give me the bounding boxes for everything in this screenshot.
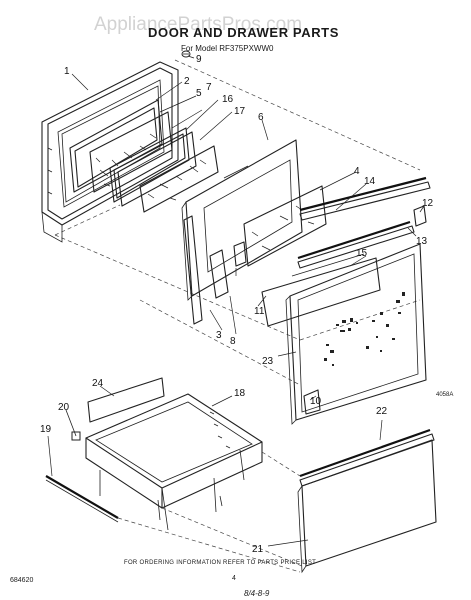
drawer-glide-part-20 xyxy=(65,409,81,441)
callout-1: 1 xyxy=(64,66,70,77)
ordering-note: FOR ORDERING INFORMATION REFER TO PARTS … xyxy=(124,560,316,566)
model-line: For Model RF375PXWW0 xyxy=(181,44,274,53)
drawer-body-part-18 xyxy=(85,393,263,531)
callout-6: 6 xyxy=(258,112,264,123)
callout-9: 9 xyxy=(196,54,202,65)
callout-19: 19 xyxy=(40,424,52,435)
callout-numbers: 1 2 3 4 5 6 7 8 9 10 11 12 13 14 15 16 1… xyxy=(40,54,434,555)
handwritten-note: 8/4-8-9 xyxy=(244,589,270,598)
door-spacer-part-15 xyxy=(291,253,365,277)
end-cap-part-12 xyxy=(413,205,427,227)
door-liner-part-6 xyxy=(181,139,303,301)
page-number: 4 xyxy=(232,575,236,582)
callout-10: 10 xyxy=(310,396,322,407)
callout-22: 22 xyxy=(376,406,388,417)
door-hinge-part-8 xyxy=(209,249,229,299)
inner-glass-part-5 xyxy=(89,111,173,193)
drawer-fastener xyxy=(157,477,223,521)
callout-4: 4 xyxy=(354,166,360,177)
callout-2: 2 xyxy=(184,76,190,87)
callout-14: 14 xyxy=(364,176,376,187)
drawer-trim-part-22 xyxy=(299,428,435,487)
side-trim-part-3 xyxy=(183,215,203,325)
callout-18: 18 xyxy=(234,388,246,399)
drawer-back-part-24 xyxy=(87,377,165,423)
insulation-part-11 xyxy=(261,257,381,327)
callout-15: 15 xyxy=(356,248,368,259)
hinge-bracket xyxy=(233,241,247,267)
outer-glass-part-4 xyxy=(243,185,327,267)
door-assembly xyxy=(41,50,431,425)
callout-23: 23 xyxy=(262,356,274,367)
callout-7: 7 xyxy=(206,82,212,93)
glass-retainer-part-16 xyxy=(117,131,197,207)
callout-12: 12 xyxy=(422,198,434,209)
door-top-trim-part-14 xyxy=(299,176,431,221)
callout-8: 8 xyxy=(230,336,236,347)
drawer-rail-part-19 xyxy=(45,475,119,519)
drawer-assembly xyxy=(45,377,437,574)
callout-13: 13 xyxy=(416,236,428,247)
document-number: 684620 xyxy=(10,577,33,584)
watermark: AppliancePartsPros.com xyxy=(94,14,302,35)
outer-door-panel-part-23 xyxy=(285,243,427,425)
door-handle-part-13 xyxy=(297,220,415,269)
callout-17: 17 xyxy=(234,106,246,117)
callout-21: 21 xyxy=(252,544,264,555)
callout-3: 3 xyxy=(216,330,222,341)
drawer-front-part-21 xyxy=(297,439,437,574)
window-glass-part-17 xyxy=(139,145,219,213)
figure-code: 4058A xyxy=(436,392,453,398)
diagram-title: DOOR AND DRAWER PARTS xyxy=(148,25,339,40)
leader-lines xyxy=(47,55,425,547)
screw-part-9 xyxy=(181,50,191,58)
callout-5: 5 xyxy=(196,88,202,99)
callout-20: 20 xyxy=(58,402,70,413)
door-gasket-part-2 xyxy=(69,99,163,193)
callout-16: 16 xyxy=(222,94,234,105)
callout-24: 24 xyxy=(92,378,104,389)
callout-11: 11 xyxy=(254,306,265,317)
outer-door-frame-part-1 xyxy=(41,61,179,243)
